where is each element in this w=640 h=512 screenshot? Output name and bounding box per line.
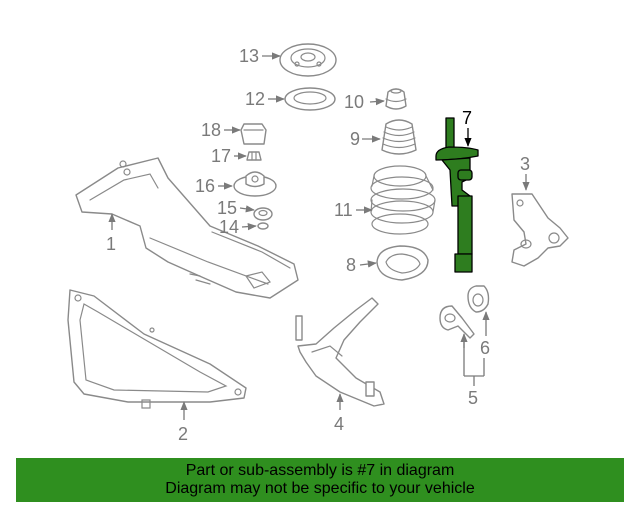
callout-12: 12 bbox=[245, 89, 265, 109]
callout-6: 6 bbox=[480, 338, 490, 358]
part-5-bushing-bracket bbox=[439, 305, 475, 339]
part-18-cap bbox=[240, 123, 267, 145]
callout-3: 3 bbox=[520, 154, 530, 174]
part-8-spring-pad bbox=[376, 245, 429, 281]
part-14-washer bbox=[257, 222, 269, 230]
parts-diagram: 13 12 10 18 17 9 16 15 14 11 8 7 3 1 2 4… bbox=[67, 43, 569, 444]
callout-16: 16 bbox=[195, 176, 215, 196]
part-4-control-arm bbox=[295, 297, 385, 407]
part-12-spring-pad bbox=[284, 87, 336, 111]
callout-8: 8 bbox=[346, 255, 356, 275]
part-9-boot bbox=[381, 119, 417, 155]
part-1-subframe bbox=[75, 157, 299, 299]
part-11-coil-spring bbox=[370, 165, 436, 235]
callout-14: 14 bbox=[219, 217, 239, 237]
banner-line-1: Part or sub-assembly is #7 in diagram bbox=[185, 462, 455, 479]
callout-9: 9 bbox=[350, 129, 360, 149]
part-16-strut-mount bbox=[233, 171, 277, 197]
part-10-bump-stop bbox=[385, 88, 407, 110]
part-7-strut[interactable] bbox=[435, 117, 479, 273]
info-banner: Part or sub-assembly is #7 in diagram Di… bbox=[16, 458, 624, 502]
callout-11: 11 bbox=[334, 200, 353, 220]
callout-15: 15 bbox=[217, 198, 237, 218]
callout-10: 10 bbox=[344, 92, 364, 112]
callout-4: 4 bbox=[334, 414, 344, 434]
callout-7: 7 bbox=[462, 108, 472, 128]
part-2-brace-plate bbox=[67, 289, 247, 409]
callout-13: 13 bbox=[239, 46, 259, 66]
callout-18: 18 bbox=[201, 120, 221, 140]
callout-2: 2 bbox=[178, 424, 188, 444]
callout-1: 1 bbox=[106, 234, 116, 254]
callout-17: 17 bbox=[211, 146, 231, 166]
part-3-steering-knuckle bbox=[511, 193, 569, 267]
part-15-bearing bbox=[253, 207, 273, 221]
part-13-spring-mount bbox=[279, 43, 337, 77]
banner-line-2: Diagram may not be specific to your vehi… bbox=[165, 480, 475, 497]
leader-lines bbox=[108, 52, 530, 420]
part-17-nut bbox=[246, 151, 262, 161]
callout-5: 5 bbox=[468, 388, 478, 408]
part-6-bushing bbox=[467, 285, 490, 313]
